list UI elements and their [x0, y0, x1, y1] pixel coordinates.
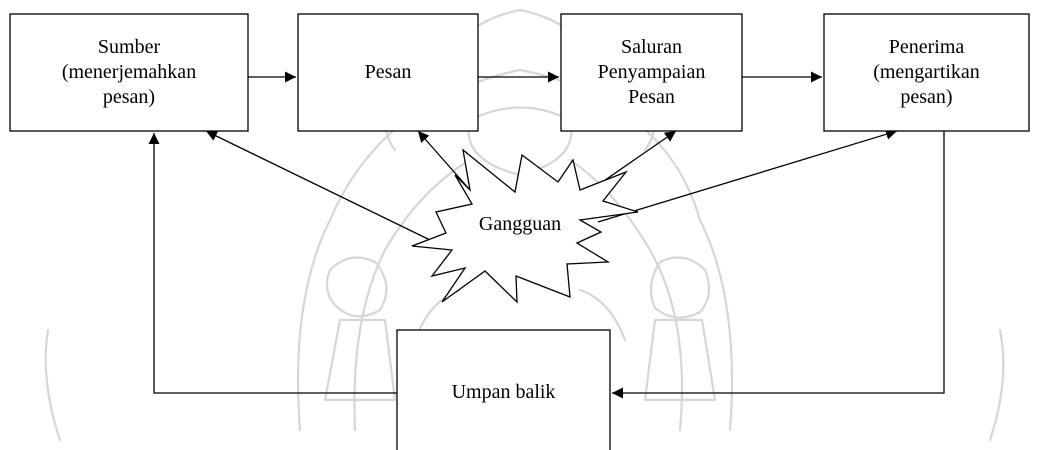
node-text-line: (menerjemahkan [61, 61, 197, 83]
node-text-line: (mengartikan [873, 61, 980, 83]
edge-gangguan-penerima [597, 128, 898, 223]
node-box-sumber [9, 13, 249, 132]
node-text-line: Penerima [888, 36, 965, 58]
edge-gangguan-pesan [417, 130, 471, 191]
node-label-penerima: Penerima (mengartikan pesan) [824, 14, 1029, 131]
node-label-sumber: Sumber (menerjemahkan pesan) [10, 14, 248, 131]
node-text-line: Sumber [97, 36, 161, 58]
node-text-line: Umpan balik [451, 380, 556, 403]
edge-gangguan-saluran [597, 130, 677, 186]
node-text-line: Pesan [364, 61, 412, 83]
node-label-gangguan: Gangguan [440, 207, 600, 241]
node-text-line: Saluran [620, 36, 683, 58]
node-text-line: Pesan [628, 86, 675, 108]
nodes [9, 13, 1030, 450]
node-text-line: Penyampaian [597, 61, 706, 83]
node-box-saluran [560, 13, 743, 132]
edges [148, 71, 945, 399]
node-label-saluran: Saluran Penyampaian Pesan [561, 14, 742, 131]
edge-penerima-umpan-balik [612, 131, 945, 399]
edge-gangguan-sumber [205, 130, 431, 241]
node-text-line: Gangguan [478, 212, 562, 235]
node-text-line: pesan) [900, 86, 953, 108]
node-text-line: pesan) [102, 86, 156, 108]
node-box-pesan [297, 13, 479, 132]
node-box-penerima [823, 13, 1030, 132]
node-label-pesan: Pesan [298, 14, 478, 131]
node-label-umpan-balik: Umpan balik [397, 372, 610, 412]
node-burst-gangguan [411, 148, 639, 304]
node-box-umpan-balik [396, 329, 611, 450]
edge-umpan-balik-sumber [148, 133, 397, 394]
